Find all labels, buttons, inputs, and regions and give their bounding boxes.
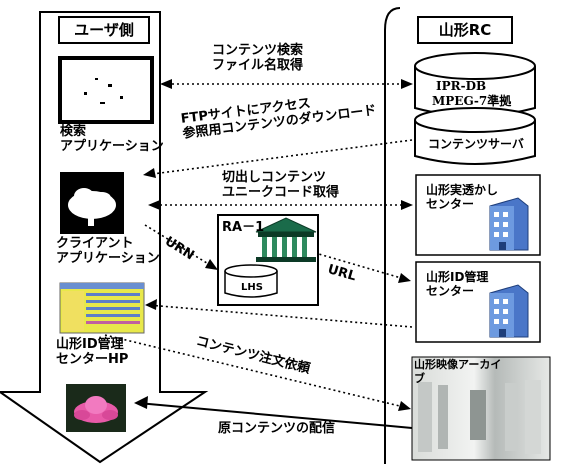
flow-url-line: [304, 249, 409, 281]
flow-idhp-line: [147, 304, 413, 328]
content-server-label: コンテンツサーバ: [428, 137, 524, 151]
flow-idhp-arrowhead: [145, 299, 157, 310]
user-side-arrow: [0, 11, 209, 464]
video-archive-photo: [411, 356, 551, 461]
building-icon-watermark: [489, 197, 529, 251]
flow-order-arrowhead: [398, 401, 411, 411]
lhs-label: LHS: [241, 282, 263, 293]
flow-delivery-label: 原コンテンツの配信: [218, 421, 336, 436]
flow-cut-label: 切出しコンテンツ ユニークコード取得: [222, 170, 340, 200]
flow-ftp-arrowhead: [143, 168, 156, 178]
flow-url-arrowhead: [398, 273, 411, 283]
id-center-hp-thumbnail: [59, 282, 145, 334]
flow-search-label: コンテンツ検索 ファイル名取得: [212, 43, 304, 73]
flower-thumbnail: [66, 384, 126, 432]
user-side-title: ユーザ側: [58, 16, 150, 44]
flow-delivery-arrowhead: [134, 396, 148, 409]
search-app-label: 検索 アプリケーション: [60, 124, 164, 154]
watermark-center-label: 山形実透かし センター: [426, 183, 499, 211]
flow-urn-arrowhead: [205, 259, 218, 270]
rc-side-boundary: [384, 7, 401, 464]
iprdb-cylinder: [414, 52, 536, 117]
rc-side-title: 山形RC: [417, 16, 513, 44]
flow-order-line: [104, 334, 409, 409]
building-icon-id-center: [489, 284, 529, 338]
client-app-thumbnail: [60, 172, 124, 234]
lhs-cylinder: [224, 264, 278, 298]
client-app-label: クライアント アプリケーション: [56, 236, 160, 266]
id-center-hp-label: 山形ID管理 センターHP: [56, 337, 129, 367]
flow-cut-arrowhead-right: [401, 200, 413, 210]
ra-building-icon: [255, 217, 317, 262]
flow-search-arrowhead-left: [160, 79, 172, 89]
iprdb-line1: IPR-DB: [436, 79, 487, 93]
id-center-label: 山形ID管理 センター: [426, 270, 489, 298]
video-archive-label: 山形映像アーカイ ブ: [414, 358, 502, 385]
flow-urn-line: [144, 224, 216, 269]
flow-delivery-line: [137, 402, 413, 429]
iprdb-line2: MPEG-7準拠: [432, 94, 512, 108]
flow-cut-arrowhead-left: [148, 200, 160, 210]
content-server-cylinder: [414, 107, 536, 165]
ra-label: RA－1: [222, 220, 265, 235]
search-app-thumbnail: [58, 56, 154, 124]
flow-search-arrowhead-right: [401, 79, 413, 89]
